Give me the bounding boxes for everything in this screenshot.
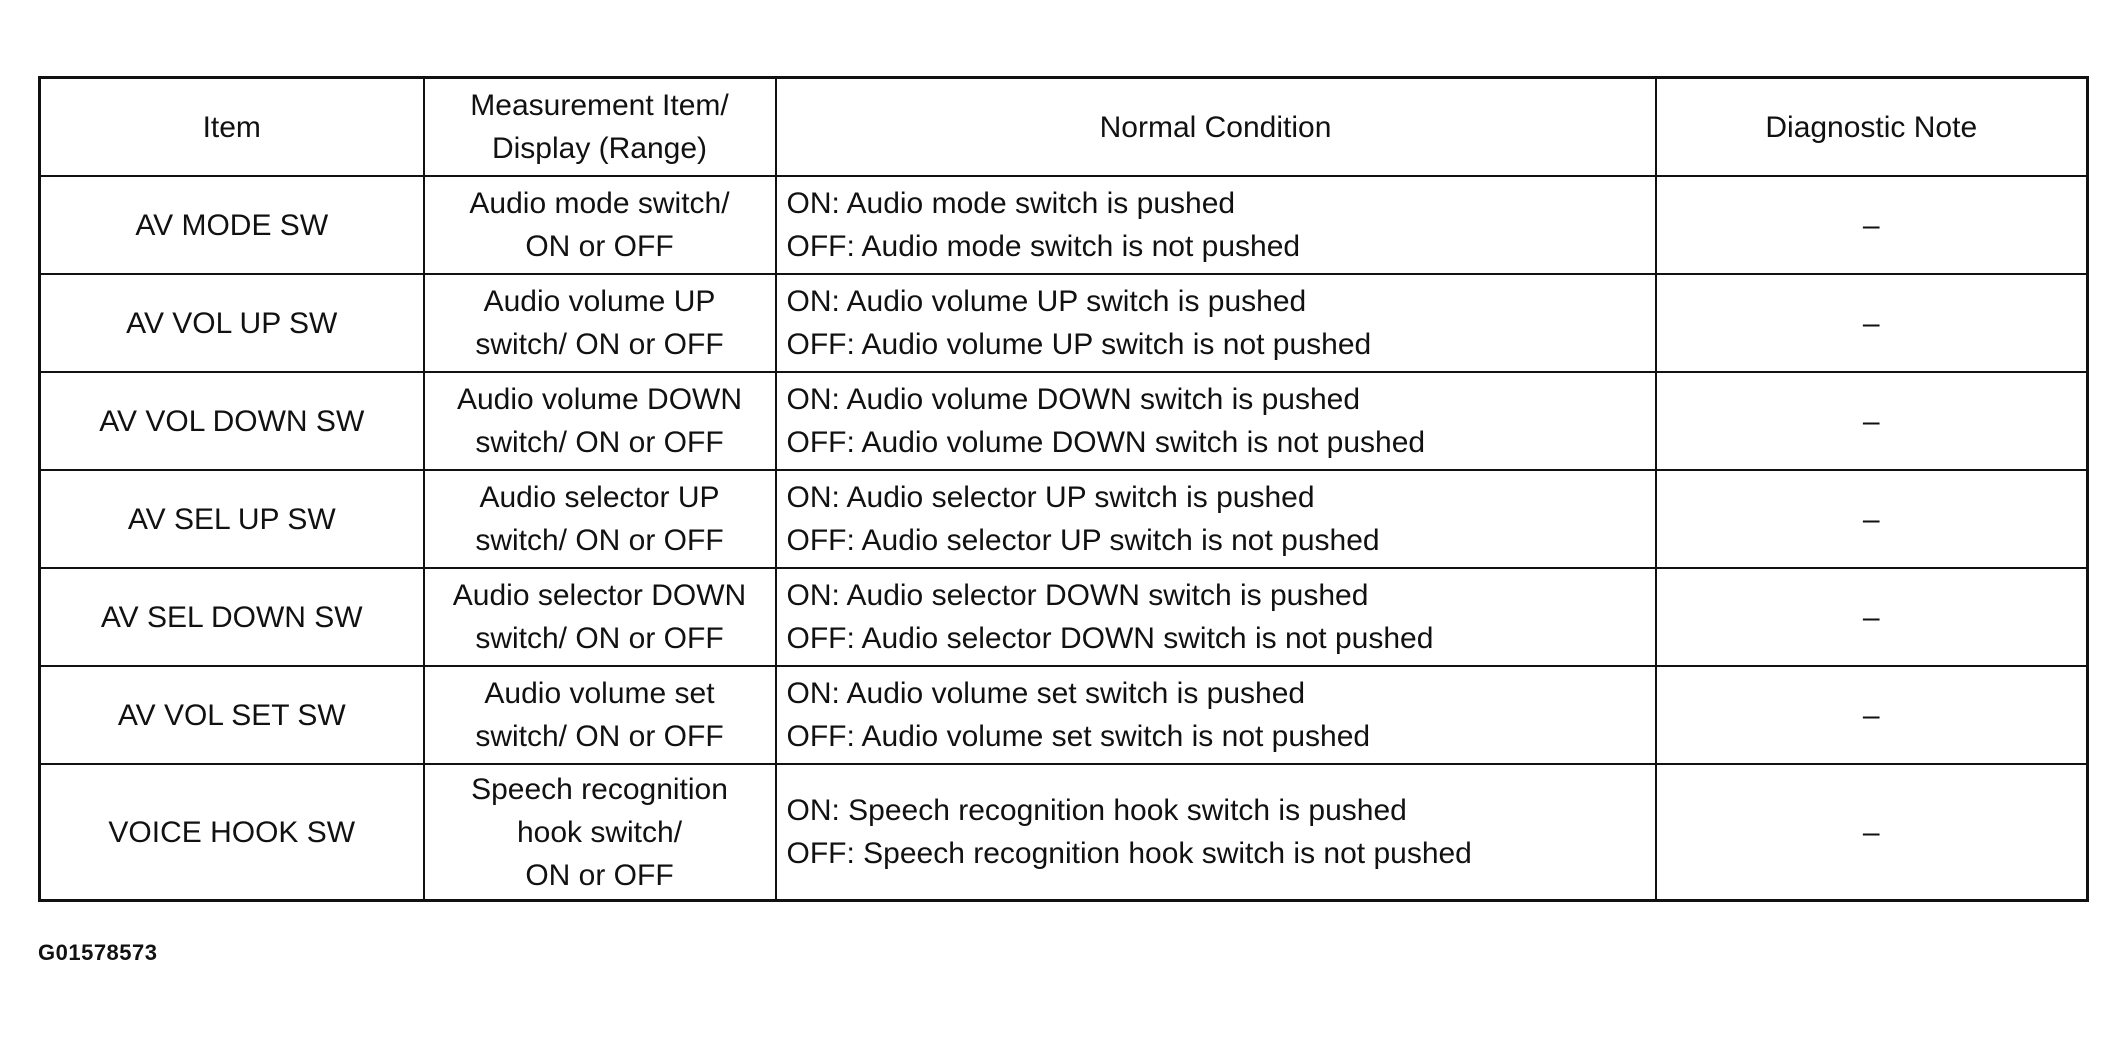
header-measurement: Measurement Item/ Display (Range) bbox=[422, 76, 777, 177]
diagnostic-data-list: Item Measurement Item/ Display (Range) N… bbox=[38, 76, 2089, 902]
header-row: Item Measurement Item/ Display (Range) N… bbox=[38, 76, 2089, 177]
table-row: AV VOL UP SW Audio volume UP switch/ ON … bbox=[38, 273, 2089, 373]
diagnostic-note-cell: – bbox=[1654, 567, 2089, 667]
table-row: AV MODE SW Audio mode switch/ ON or OFF … bbox=[38, 175, 2089, 275]
normal-condition-cell: ON: Audio selector UP switch is pushed O… bbox=[774, 469, 1657, 569]
item-cell: AV VOL DOWN SW bbox=[38, 371, 425, 471]
measurement-cell: Audio selector DOWN switch/ ON or OFF bbox=[422, 567, 777, 667]
header-item: Item bbox=[38, 76, 425, 177]
header-normal-condition: Normal Condition bbox=[774, 76, 1657, 177]
diagnostic-note-cell: – bbox=[1654, 273, 2089, 373]
item-cell: AV VOL SET SW bbox=[38, 665, 425, 765]
item-cell: AV SEL DOWN SW bbox=[38, 567, 425, 667]
table-row: VOICE HOOK SW Speech recognition hook sw… bbox=[38, 763, 2089, 902]
figure-id: G01578573 bbox=[38, 940, 158, 965]
normal-condition-cell: ON: Audio mode switch is pushed OFF: Aud… bbox=[774, 175, 1657, 275]
diagnostic-note-cell: – bbox=[1654, 763, 2089, 902]
normal-condition-cell: ON: Speech recognition hook switch is pu… bbox=[774, 763, 1657, 902]
normal-condition-cell: ON: Audio volume set switch is pushed OF… bbox=[774, 665, 1657, 765]
table-row: AV SEL DOWN SW Audio selector DOWN switc… bbox=[38, 567, 2089, 667]
normal-condition-cell: ON: Audio selector DOWN switch is pushed… bbox=[774, 567, 1657, 667]
table-row: AV VOL DOWN SW Audio volume DOWN switch/… bbox=[38, 371, 2089, 471]
measurement-cell: Audio volume DOWN switch/ ON or OFF bbox=[422, 371, 777, 471]
normal-condition-cell: ON: Audio volume UP switch is pushed OFF… bbox=[774, 273, 1657, 373]
table-row: AV SEL UP SW Audio selector UP switch/ O… bbox=[38, 469, 2089, 569]
data-list-table: Item Measurement Item/ Display (Range) N… bbox=[38, 76, 2089, 902]
diagnostic-note-cell: – bbox=[1654, 469, 2089, 569]
item-cell: AV SEL UP SW bbox=[38, 469, 425, 569]
header-diagnostic-note: Diagnostic Note bbox=[1654, 76, 2089, 177]
item-cell: AV MODE SW bbox=[38, 175, 425, 275]
measurement-cell: Audio volume UP switch/ ON or OFF bbox=[422, 273, 777, 373]
diagnostic-note-cell: – bbox=[1654, 371, 2089, 471]
measurement-cell: Audio mode switch/ ON or OFF bbox=[422, 175, 777, 275]
table-row: AV VOL SET SW Audio volume set switch/ O… bbox=[38, 665, 2089, 765]
measurement-cell: Audio volume set switch/ ON or OFF bbox=[422, 665, 777, 765]
diagnostic-note-cell: – bbox=[1654, 175, 2089, 275]
item-cell: VOICE HOOK SW bbox=[38, 763, 425, 902]
normal-condition-cell: ON: Audio volume DOWN switch is pushed O… bbox=[774, 371, 1657, 471]
item-cell: AV VOL UP SW bbox=[38, 273, 425, 373]
measurement-cell: Audio selector UP switch/ ON or OFF bbox=[422, 469, 777, 569]
measurement-cell: Speech recognition hook switch/ ON or OF… bbox=[422, 763, 777, 902]
diagnostic-note-cell: – bbox=[1654, 665, 2089, 765]
